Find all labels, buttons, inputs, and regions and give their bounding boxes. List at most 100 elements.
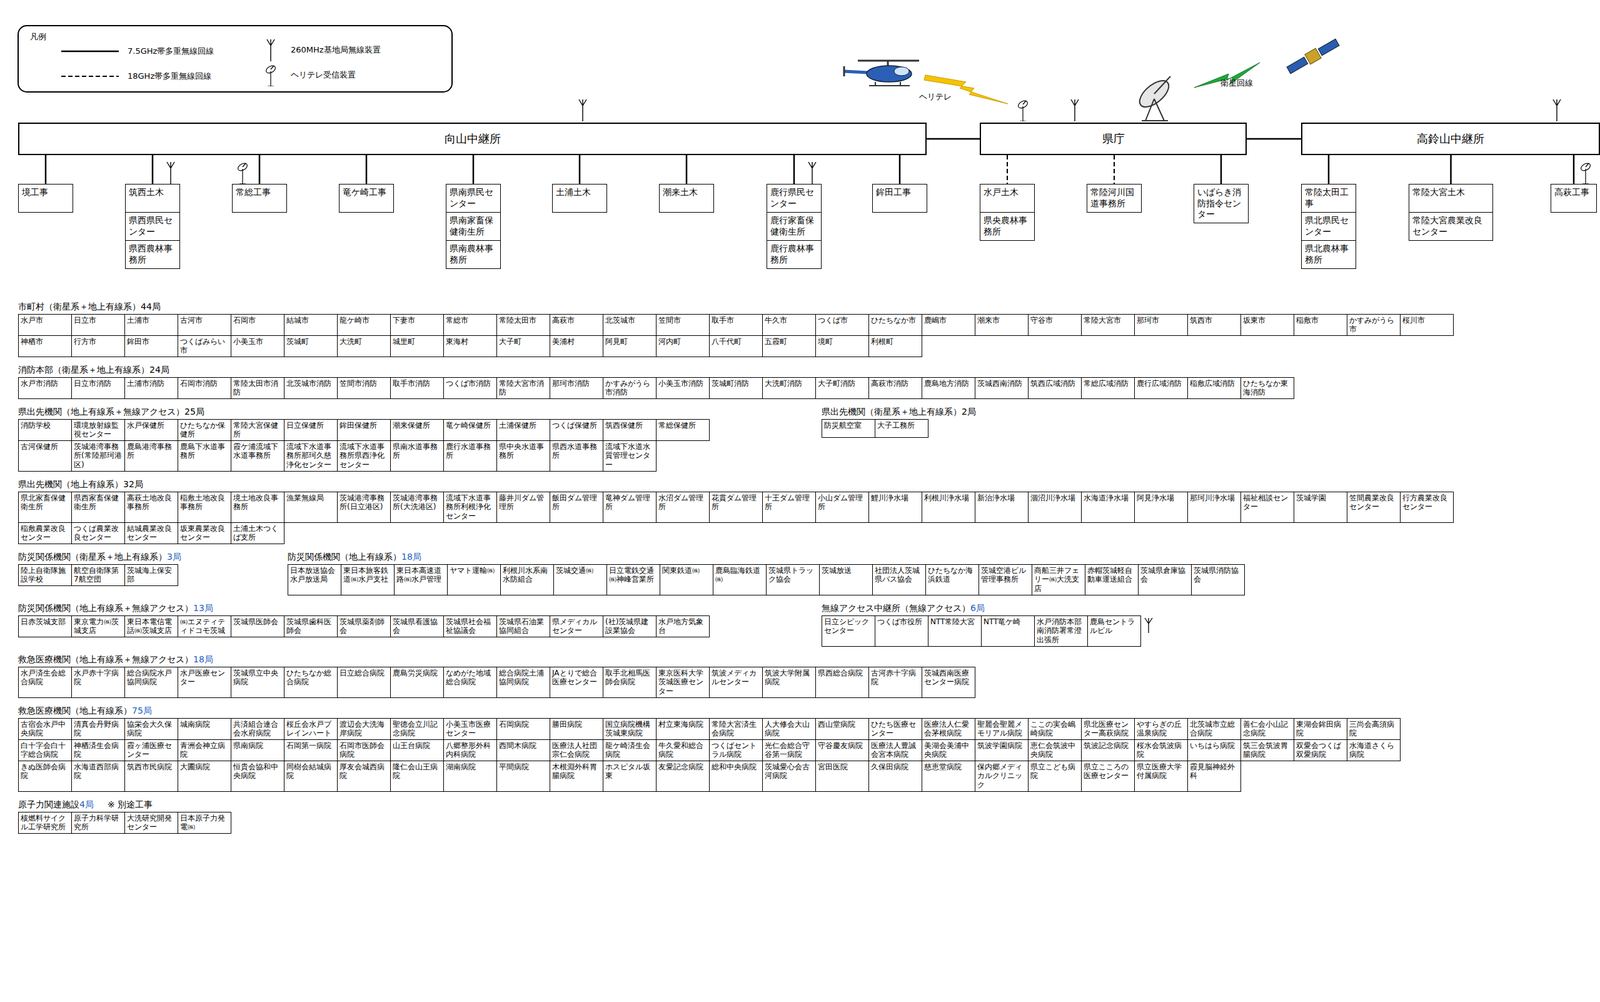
table-cell: 美湖会美浦中央病院 [921, 739, 976, 761]
dish-symbol [1579, 161, 1592, 184]
table-cell: 医療法人社団宗仁会病院 [549, 739, 604, 761]
table-cell: 大子工務所 [874, 418, 929, 438]
node-text: 竜ケ崎工事 [342, 186, 391, 199]
table-cell: 常総市 [443, 313, 498, 336]
link-line [1246, 138, 1302, 141]
table-cell: 竜神ダム管理所 [602, 491, 657, 523]
table-cell: 保内郷メディカルクリニック [974, 760, 1029, 792]
table-cell: 石岡市医師会病院 [337, 739, 391, 761]
table-cell: 城里町 [390, 335, 444, 358]
table-cell: 茨城港湾事務所(常陸那珂港区) [71, 440, 126, 472]
legend-title: 凡例 [30, 31, 47, 43]
section-heading: 無線アクセス中継所（無線アクセス）6局 [821, 602, 985, 614]
table-cell: 坂東農業改良センター [177, 522, 232, 544]
node-text: 常陸大宮土木 [1412, 186, 1490, 199]
section-heading: 県出先機関（地上有線系）32局 [18, 478, 144, 491]
table-cell: 慈恵堂病院 [921, 760, 976, 792]
office-box: 竜ケ崎工事 [338, 183, 394, 213]
helicopter [844, 60, 920, 86]
table-cell: 竜ケ崎保健所 [443, 418, 498, 441]
station-count: 13局 [193, 602, 214, 613]
table-cell: 常陸大宮済生会病院 [709, 717, 763, 740]
table-cell: 美浦村 [549, 335, 604, 358]
table-cell: 平間病院 [496, 760, 551, 792]
antenna-symbol [266, 39, 275, 62]
office-box: 県南農林事務所 [445, 240, 501, 269]
note: ※ 別途工事 [107, 799, 153, 810]
table-cell: 稲敷広域消防 [1187, 377, 1242, 399]
table-cell: 清真会丹野病院 [71, 717, 126, 740]
table-cell: 県立こども病院 [1027, 760, 1082, 792]
table-cell: 三尚会高須病院 [1346, 717, 1401, 740]
table-cell: 水戸市消防 [18, 377, 72, 399]
table-cell: 鯉川浄水場 [868, 491, 923, 523]
table-cell: 筑波メディカルセンター [709, 666, 763, 698]
section-title: 県出先機関（地上有線系） [18, 478, 124, 489]
office-box: 県北県民センター [1301, 211, 1357, 241]
table-cell: 社団法人茨城県バス協会 [872, 563, 926, 596]
table-cell: 土浦土木つくば支所 [230, 522, 285, 544]
table-cell: 古河保健所 [18, 440, 72, 472]
office-box: 鹿行農林事務所 [766, 240, 822, 269]
table-cell: 石岡市消防 [177, 377, 232, 399]
table-cell: 航空自衛隊第7航空団 [71, 563, 126, 586]
table-cell: 県立こころの医療センター [1081, 760, 1135, 792]
table-cell: 鹿島下水道事務所 [177, 440, 232, 472]
table-cell: 白十字会白十字総合病院 [18, 739, 72, 761]
office-box: 常総工事 [231, 183, 287, 213]
link-label: 衛星回線 [1220, 77, 1253, 89]
link-label: ヘリテレ [919, 91, 952, 103]
table-cell: 鹿嶋市 [921, 313, 976, 336]
table-cell: 関東鉄道㈱ [659, 563, 714, 596]
office-box: 県西県民センター [125, 211, 181, 241]
table-cell: 茨城港湾事務所(大洗港区) [390, 491, 444, 523]
table-cell: 山王台病院 [390, 739, 444, 761]
table-cell: かすみがうら市消防 [602, 377, 657, 399]
table-cell: 結城農業改良センター [124, 522, 179, 544]
table-cell: 藤井川ダム管理所 [496, 491, 551, 523]
station-count: 4局 [79, 799, 94, 810]
table-cell: 県中央水道事務所 [496, 440, 551, 472]
table-cell: 茨城県看護協会 [390, 615, 444, 638]
table-cell: 環境放射線監視センター [71, 418, 126, 441]
table-cell: 東京電力㈱茨城支店 [71, 615, 126, 638]
table-cell: 茨城県医師会 [230, 615, 285, 638]
station-count: 3局 [166, 551, 182, 562]
node-text: 水戸土木 [983, 186, 1032, 199]
table-cell: 県メディカルセンター [549, 615, 604, 638]
office-box: 境工事 [18, 183, 74, 213]
table-cell: 筑波記念病院 [1081, 739, 1135, 761]
satellite [1286, 37, 1341, 76]
table-cell: 北茨城市 [602, 313, 657, 336]
table-cell: 大洗研究開発センター [124, 811, 179, 834]
table-cell: ひたちなか総合病院 [283, 666, 338, 698]
table-cell: 県北医療センター高萩病院 [1081, 717, 1135, 740]
section-title: 県出先機関（地上有線系＋無線アクセス） [18, 406, 185, 417]
office-box: 常陸河川国道事務所 [1086, 183, 1142, 213]
table-cell: 水戸保健所 [124, 418, 179, 441]
section-title: 消防本部（衛星系＋地上有線系） [18, 364, 150, 375]
table-cell: 鹿島地方消防 [921, 377, 976, 399]
node-text: 鹿行県民センター [770, 186, 818, 209]
table-cell: 西山堂病院 [815, 717, 870, 740]
office-box: 常陸大宮土木 [1408, 183, 1494, 213]
table-cell: 青洲会神立病院 [177, 739, 232, 761]
table-cell: 県南病院 [230, 739, 285, 761]
table-cell: 守谷慶友病院 [815, 739, 870, 761]
section-title: 救急医療機関（地上有線系） [18, 705, 132, 716]
office-box: 水戸土木 [979, 183, 1035, 213]
table-cell: 茨城町 [283, 335, 338, 358]
table-cell: 小美玉市 [230, 335, 285, 358]
table-cell: 霞見脳神経外科 [1187, 760, 1242, 792]
node-text: 県北県民センター [1304, 215, 1353, 237]
office-box: 潮来土木 [659, 183, 715, 213]
table-cell: 牛久愛和総合病院 [655, 739, 710, 761]
table-cell: 双愛会つくば双愛病院 [1293, 739, 1348, 761]
table-cell: 共済組合連合会水府病院 [230, 717, 285, 740]
table-cell: 水戸市 [18, 313, 72, 336]
table-cell: 古河赤十字病院 [868, 666, 923, 698]
table-cell: 筑西広域消防 [1027, 377, 1082, 399]
table-cell: 流域下水道事務所県西浄化センター [337, 440, 391, 472]
table-cell: 消防学校 [18, 418, 72, 441]
table-cell: 鹿島港湾事務所 [124, 440, 179, 472]
